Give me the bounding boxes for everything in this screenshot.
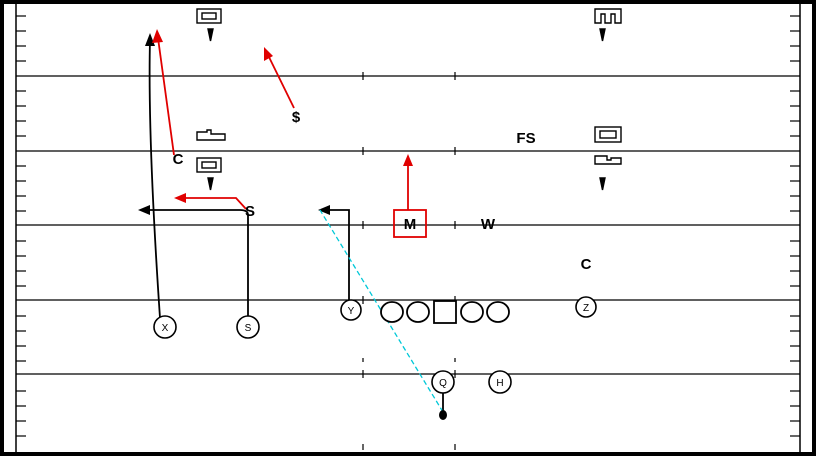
arrowhead-s-def xyxy=(174,193,186,203)
defender-dollar: $ xyxy=(292,109,301,126)
player-q-label: Q xyxy=(439,378,447,389)
player-h-circle xyxy=(488,370,512,394)
route-s-def xyxy=(182,197,247,210)
player-y-circle xyxy=(340,299,362,321)
defender-fs: FS xyxy=(516,130,535,147)
arrowhead-y xyxy=(318,205,330,215)
route-c-left xyxy=(157,37,175,156)
arrowhead-c xyxy=(152,29,163,43)
yard-lines xyxy=(16,75,800,375)
defense-routes xyxy=(157,37,409,210)
defender-c-left: C xyxy=(173,151,184,168)
lineman-lt xyxy=(380,301,404,323)
player-s-circle xyxy=(236,315,260,339)
player-x-circle xyxy=(153,315,177,339)
route-y xyxy=(326,209,350,300)
player-z-circle xyxy=(575,296,597,318)
skill-players xyxy=(153,296,597,394)
defender-w: W xyxy=(481,216,496,233)
defender-c-right: C xyxy=(581,256,592,273)
hash-marks xyxy=(16,15,800,450)
route-s xyxy=(146,209,249,318)
mike-highlight-box xyxy=(393,209,427,238)
route-dollar xyxy=(267,54,295,109)
player-h-label: H xyxy=(496,378,503,389)
player-z-label: Z xyxy=(583,303,589,314)
arrowhead-m xyxy=(403,154,413,166)
football-icon xyxy=(439,410,447,420)
player-y-label: Y xyxy=(348,306,355,317)
player-s-label: S xyxy=(245,323,252,334)
player-q-circle xyxy=(431,370,455,394)
arrowhead-dollar xyxy=(264,47,273,61)
defense-arrowheads xyxy=(152,29,413,203)
lineman-lg xyxy=(406,301,430,323)
offensive-line xyxy=(380,300,510,324)
defender-s: S xyxy=(245,203,255,220)
lineman-rt xyxy=(486,301,510,323)
lineman-rg xyxy=(460,301,484,323)
defender-m: M xyxy=(404,216,417,233)
center xyxy=(433,300,457,324)
player-x-label: X xyxy=(162,323,169,334)
arrowhead-s xyxy=(138,205,150,215)
route-x xyxy=(148,39,161,319)
yard-number-icon xyxy=(196,8,622,191)
